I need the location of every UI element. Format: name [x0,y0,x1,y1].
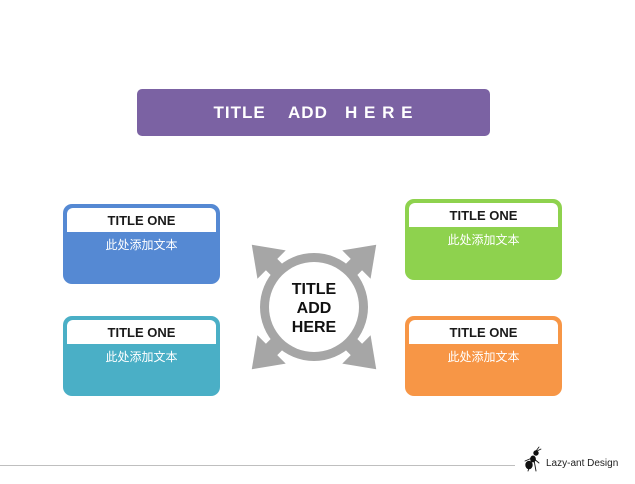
hub-title: TITLE ADD HERE [269,280,359,337]
arrow-head-bottom-left [251,335,286,370]
ant-logo-icon [524,446,542,472]
arrow-head-bottom-right [342,335,377,370]
hub-center [269,262,359,352]
hub-arrows-graphic [251,244,377,370]
card-title: TITLE ONE [409,320,558,344]
brand-name: Lazy-ant Design [546,458,619,469]
arrow-head-top-left [251,244,286,279]
card-top-right: TITLE ONE 此处添加文本 [405,199,562,280]
footer-divider [0,465,515,466]
card-text: 此处添加文本 [105,350,178,364]
card-text: 此处添加文本 [105,238,178,252]
card-title: TITLE ONE [409,203,558,227]
card-top-left: TITLE ONE 此处添加文本 [63,204,220,284]
hub-title-line: ADD [296,300,332,317]
card-title: TITLE ONE [67,320,216,344]
hub-title-line: TITLE [291,281,337,298]
card-text: 此处添加文本 [447,350,520,364]
card-text: 此处添加文本 [447,233,520,247]
card-title: TITLE ONE [67,208,216,232]
hub-title-line: HERE [291,319,337,336]
title-banner: TITLE ADD H E R E [137,89,490,136]
card-bottom-right: TITLE ONE 此处添加文本 [405,316,562,396]
card-bottom-left: TITLE ONE 此处添加文本 [63,316,220,396]
arrow-head-top-right [342,244,377,279]
